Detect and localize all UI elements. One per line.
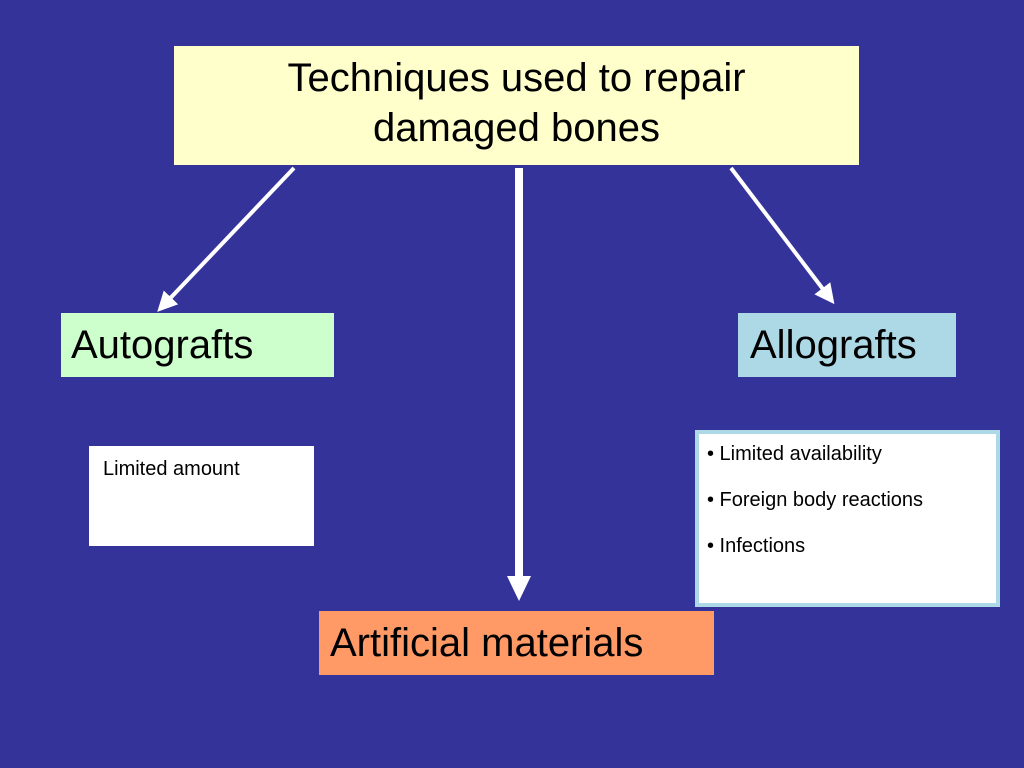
autografts-label: Autografts — [71, 323, 254, 367]
allografts-node: Allografts — [738, 313, 956, 377]
allografts-notes-box: • Limited availability • Foreign body re… — [695, 430, 1000, 607]
artificial-materials-label: Artificial materials — [330, 621, 644, 665]
title-box: Techniques used to repair damaged bones — [174, 46, 859, 165]
allografts-notes-list: • Limited availability • Foreign body re… — [707, 442, 996, 558]
title-line-2: damaged bones — [373, 106, 660, 150]
allografts-label: Allografts — [750, 323, 917, 367]
autografts-node: Autografts — [61, 313, 334, 377]
artificial-materials-node: Artificial materials — [319, 611, 714, 675]
arrow-to-autografts — [157, 166, 296, 312]
arrow-to-allografts — [729, 166, 835, 305]
allografts-note-1: • Limited availability — [707, 443, 882, 465]
allografts-note-2: • Foreign body reactions — [707, 489, 924, 511]
arrowhead-to-artificial — [507, 576, 531, 601]
autografts-notes-box: Limited amount — [89, 446, 314, 546]
title-line-1: Techniques used to repair — [287, 56, 746, 100]
allografts-note-3: • Infections — [707, 535, 806, 557]
autografts-note: Limited amount — [103, 458, 240, 480]
